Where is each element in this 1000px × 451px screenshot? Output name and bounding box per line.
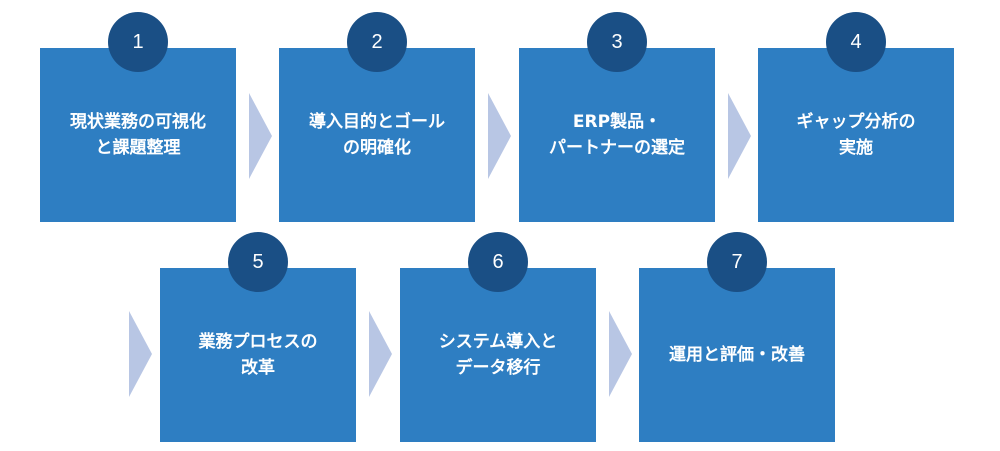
step-1-number-badge: 1: [108, 12, 168, 72]
step-6-label: システム導入と データ移行: [438, 331, 558, 378]
chevron-right-icon: [369, 311, 392, 397]
step-3-number-badge: 3: [587, 12, 647, 72]
chevron-right-icon: [249, 93, 272, 179]
step-7-number-badge: 7: [707, 232, 767, 292]
step-6-number-badge: 6: [468, 232, 528, 292]
step-1-label: 現状業務の可視化 と課題整理: [70, 111, 206, 158]
step-2-label: 導入目的とゴール の明確化: [309, 111, 445, 158]
step-7-box: 運用と評価・改善 7: [639, 232, 835, 442]
step-4-label: ギャップ分析の 実施: [796, 111, 916, 158]
step-5-label: 業務プロセスの 改革: [198, 331, 318, 378]
chevron-right-icon: [129, 311, 152, 397]
chevron-right-icon: [488, 93, 511, 179]
step-2-number-badge: 2: [347, 12, 407, 72]
step-5-box: 業務プロセスの 改革 5: [160, 232, 356, 442]
step-6-box: システム導入と データ移行 6: [400, 232, 596, 442]
step-5-number-badge: 5: [228, 232, 288, 292]
step-7-label: 運用と評価・改善: [669, 344, 805, 365]
step-1-box: 現状業務の可視化 と課題整理 1: [40, 12, 236, 222]
step-4-number-badge: 4: [826, 12, 886, 72]
step-4-box: ギャップ分析の 実施 4: [758, 12, 954, 222]
chevron-right-icon: [728, 93, 751, 179]
step-2-box: 導入目的とゴール の明確化 2: [279, 12, 475, 222]
step-3-box: ERP製品・ パートナーの選定 3: [519, 12, 715, 222]
chevron-right-icon: [609, 311, 632, 397]
step-3-label: ERP製品・ パートナーの選定: [549, 111, 685, 158]
